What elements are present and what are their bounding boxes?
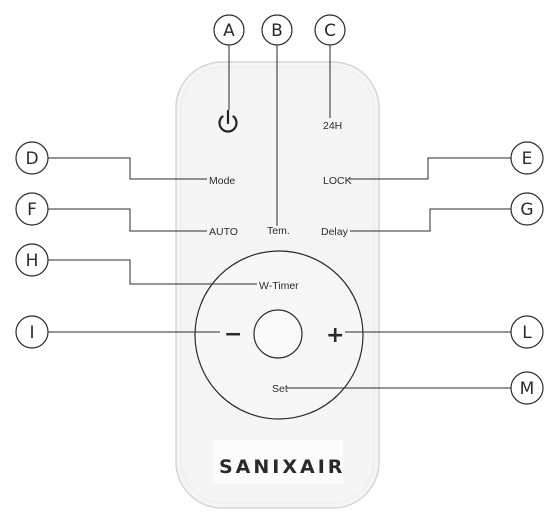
callout-a-label: A xyxy=(223,21,235,41)
callout-e-label: E xyxy=(522,149,533,169)
plus-button[interactable]: + xyxy=(326,323,344,348)
callout-h-label: H xyxy=(26,251,39,271)
button-delay[interactable]: Delay xyxy=(321,226,349,238)
callout-l: L xyxy=(511,316,543,348)
button-24h[interactable]: 24H xyxy=(323,120,342,132)
brand-logo: SANIXAIR xyxy=(219,456,345,478)
callout-f-label: F xyxy=(27,200,37,220)
callout-l-label: L xyxy=(522,323,532,343)
button-set[interactable]: Set xyxy=(272,383,288,395)
callout-m: M xyxy=(511,372,543,404)
button-temp[interactable]: Tem. xyxy=(267,225,290,237)
callout-i-label: I xyxy=(29,323,34,343)
callout-c: C xyxy=(315,15,345,45)
button-w-timer[interactable]: W-Timer xyxy=(259,280,299,292)
button-lock[interactable]: LOCK xyxy=(323,175,352,187)
center-button[interactable] xyxy=(254,310,302,358)
callout-b-label: B xyxy=(271,21,283,41)
callout-i: I xyxy=(16,316,48,348)
callout-g: G xyxy=(511,193,543,225)
callout-g-label: G xyxy=(520,200,533,220)
callout-b: B xyxy=(262,15,292,45)
button-mode[interactable]: Mode xyxy=(209,175,235,187)
callout-h: H xyxy=(16,244,48,276)
callout-c-label: C xyxy=(324,21,336,41)
minus-button[interactable]: − xyxy=(224,322,242,347)
callout-d-label: D xyxy=(25,149,38,169)
callout-e: E xyxy=(511,142,543,174)
callout-d: D xyxy=(16,142,48,174)
callout-a: A xyxy=(214,15,244,45)
callout-f: F xyxy=(16,193,48,225)
callout-m-label: M xyxy=(520,379,535,399)
button-auto[interactable]: AUTO xyxy=(209,226,238,238)
